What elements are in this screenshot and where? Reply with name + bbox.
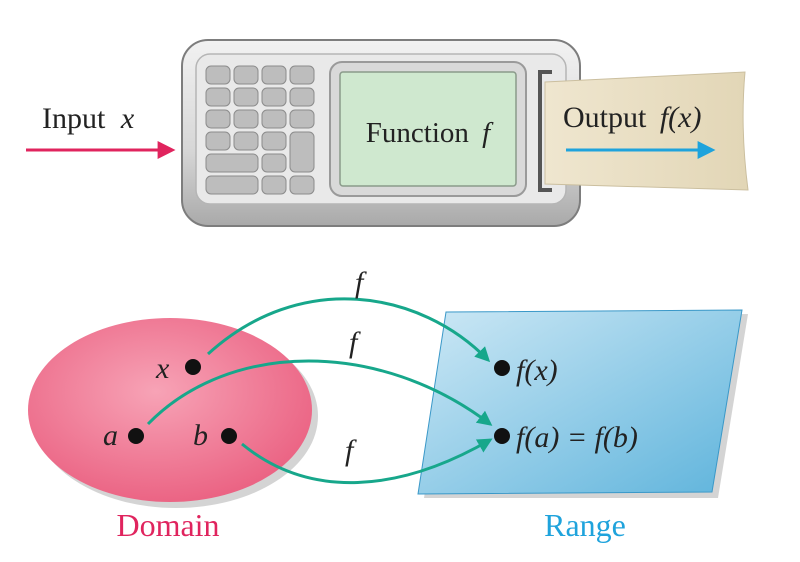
key xyxy=(205,131,231,151)
key xyxy=(205,87,231,107)
range-point-fa-label: f(a) = f(b) xyxy=(516,421,638,454)
range-parallelogram xyxy=(417,309,743,495)
key xyxy=(205,109,231,129)
domain-point-a-label: a xyxy=(103,419,118,452)
domain-label: Domain xyxy=(116,507,219,543)
domain-point-b xyxy=(221,428,237,444)
mapping-arrow-x xyxy=(206,297,491,363)
key xyxy=(261,131,287,151)
mapping-arrow-b xyxy=(241,438,493,485)
domain-point-a xyxy=(128,428,144,444)
range-point-fa xyxy=(494,428,510,444)
key xyxy=(289,65,315,85)
range-point-fx xyxy=(494,360,510,376)
key xyxy=(205,65,231,85)
key xyxy=(289,175,315,195)
mapping-arrows xyxy=(146,297,493,485)
key xyxy=(233,131,259,151)
key xyxy=(261,175,287,195)
input-label: Input x xyxy=(42,102,135,135)
domain-point-b-label: b xyxy=(193,419,208,452)
domain-point-x xyxy=(185,359,201,375)
key xyxy=(205,175,259,195)
output-label: Output f(x) xyxy=(563,101,701,134)
domain-ellipse xyxy=(28,318,312,502)
key xyxy=(233,65,259,85)
arrow-label-2: f xyxy=(349,326,361,359)
key xyxy=(261,87,287,107)
key xyxy=(261,153,287,173)
key xyxy=(233,87,259,107)
output-slot xyxy=(538,70,552,192)
range-point-fx-label: f(x) xyxy=(516,354,558,387)
domain-point-x-label: x xyxy=(155,352,170,385)
key xyxy=(261,65,287,85)
key xyxy=(289,87,315,107)
domain-points: x a b xyxy=(103,352,237,452)
arrow-label-1: f xyxy=(355,266,367,299)
input-group: Input x xyxy=(26,102,176,159)
range-points: f(x) f(a) = f(b) xyxy=(494,354,638,454)
keypad xyxy=(205,65,315,195)
key xyxy=(289,109,315,129)
mapping-arrow-a xyxy=(146,359,493,426)
output-paper xyxy=(544,71,749,191)
calculator: Function f xyxy=(181,39,581,227)
domain-set xyxy=(28,318,318,508)
output-group: Output f(x) xyxy=(544,71,749,191)
key xyxy=(233,109,259,129)
function-label: Function f xyxy=(366,117,494,149)
key xyxy=(261,109,287,129)
arrow-label-3: f xyxy=(345,434,357,467)
range-set xyxy=(417,309,748,498)
key xyxy=(289,131,315,173)
screen xyxy=(339,71,517,187)
range-label: Range xyxy=(544,507,626,543)
key xyxy=(205,153,259,173)
